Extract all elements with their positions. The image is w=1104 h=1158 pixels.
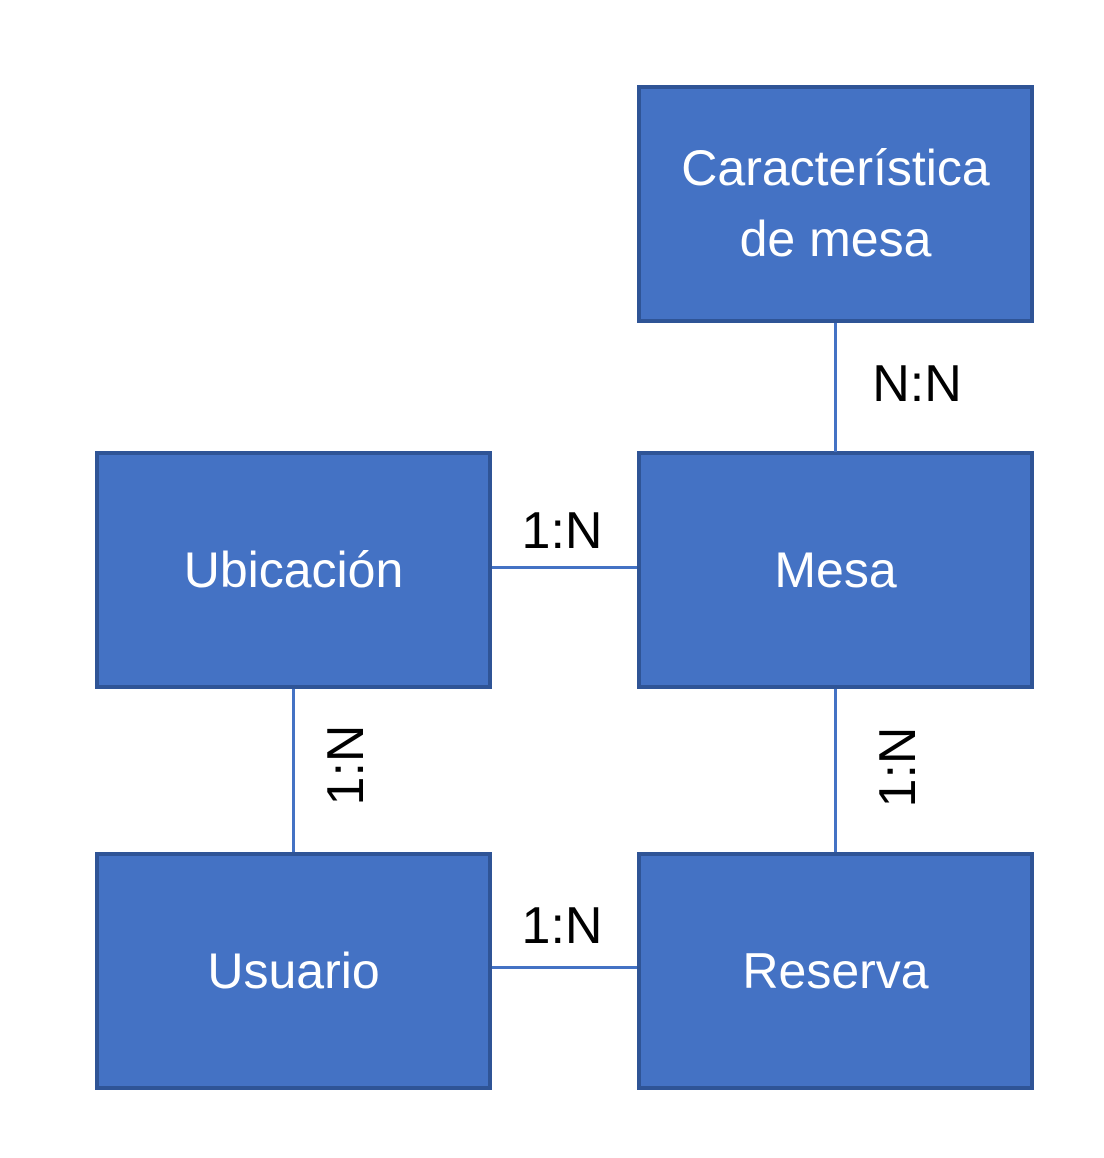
entity-caracteristica-de-mesa: Característica de mesa — [637, 85, 1034, 323]
connector-ubicacion-mesa — [492, 566, 637, 569]
connector-mesa-reserva — [834, 689, 837, 852]
relation-label-usuario-reserva: 1:N — [521, 897, 603, 955]
relation-label-mesa-reserva: 1:N — [869, 726, 927, 808]
connector-usuario-reserva — [492, 966, 637, 969]
entity-ubicacion: Ubicación — [95, 451, 492, 689]
entity-label-usuario: Usuario — [207, 942, 380, 999]
entity-label-ubicacion: Ubicación — [183, 541, 404, 598]
entity-label-mesa: Mesa — [774, 541, 897, 598]
relation-label-ubicacion-usuario: 1:N — [317, 724, 375, 806]
relation-label-ubicacion-mesa: 1:N — [521, 502, 603, 560]
entity-reserva: Reserva — [637, 852, 1034, 1090]
connector-caracteristica-mesa — [834, 323, 837, 452]
entity-label-caracteristica-de-mesa: Característica de mesa — [681, 140, 990, 267]
connector-ubicacion-usuario — [292, 689, 295, 852]
entity-label-reserva: Reserva — [742, 942, 929, 999]
entity-usuario: Usuario — [95, 852, 492, 1090]
relation-label-caracteristica-mesa: N:N — [872, 355, 962, 413]
entity-mesa: Mesa — [637, 451, 1034, 689]
